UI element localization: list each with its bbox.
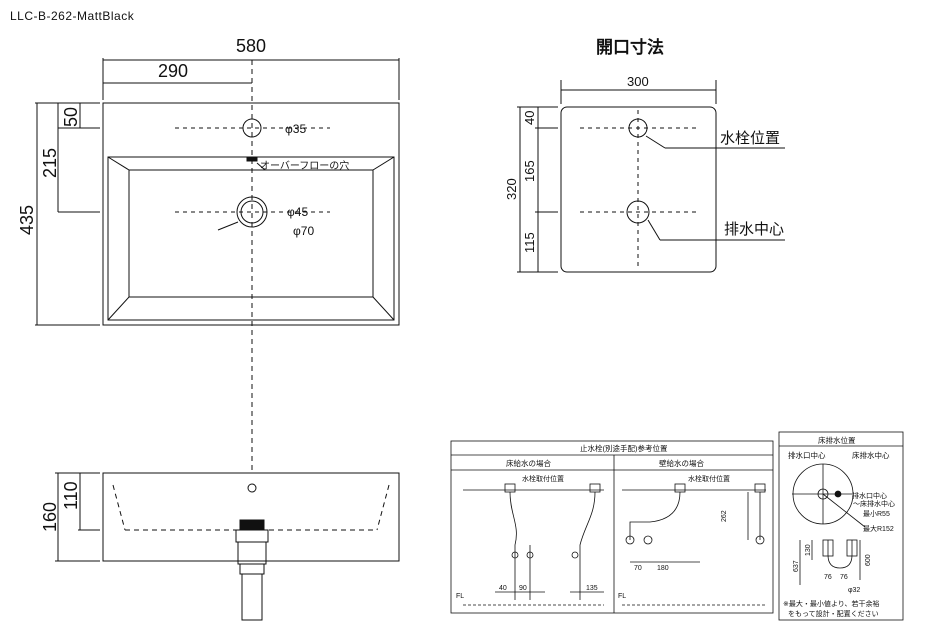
dim-to-faucet: 50	[61, 107, 81, 127]
floor-supply-label: 床給水の場合	[506, 458, 551, 468]
note-center: 排水口中心	[852, 491, 887, 500]
dim-90: 90	[519, 585, 527, 592]
overflow-label: オーバーフローの穴	[260, 159, 349, 172]
opening-mid: 165	[522, 160, 537, 182]
note-line1: ※最大・最小値より、若干余裕	[783, 599, 879, 608]
dim-depth-total: 435	[17, 205, 37, 235]
drain-outer-label: φ70	[293, 224, 314, 238]
dim-32: φ32	[848, 587, 860, 594]
dim-76a: 76	[824, 574, 832, 581]
dim-width-total: 580	[236, 36, 266, 56]
plan-view	[35, 58, 400, 470]
drain-center-label: 排水中心	[724, 221, 784, 238]
dim-width-half: 290	[158, 61, 188, 81]
note-line2: をもって設計・配置ください	[788, 609, 879, 618]
opening-view	[517, 80, 785, 273]
mount-label-floor: 水栓取付位置	[522, 474, 564, 483]
floor-drain-box	[778, 431, 904, 621]
wall-supply-label: 壁給水の場合	[659, 458, 704, 468]
dim-70: 70	[634, 565, 642, 572]
dim-135: 135	[586, 585, 598, 592]
faucet-position-label: 水栓位置	[720, 130, 780, 147]
dim-600: 600	[865, 554, 872, 566]
mount-label-wall: 水栓取付位置	[688, 474, 730, 483]
basin-outline	[102, 102, 400, 326]
model-number: LLC-B-262-MattBlack	[10, 9, 135, 23]
side-view	[55, 472, 400, 621]
faucet-hole-label: φ35	[285, 122, 306, 136]
fl-label-wall: FL	[618, 593, 626, 600]
dim-40: 40	[499, 585, 507, 592]
min-radius: 最小R55	[863, 509, 890, 518]
dim-height-inner: 110	[61, 481, 81, 510]
dim-130: 130	[805, 544, 812, 556]
opening-title: 開口寸法	[596, 37, 664, 57]
reference-box	[450, 440, 774, 614]
opening-top: 40	[522, 111, 537, 125]
note-center2: 〜床排水中心	[853, 499, 895, 508]
floor-drain-center-label: 床排水中心	[852, 450, 890, 460]
dim-637: 637	[793, 560, 800, 572]
fl-label-floor: FL	[456, 593, 464, 600]
dim-height-total: 160	[40, 502, 60, 532]
max-radius: 最大R152	[863, 524, 894, 533]
dim-to-drain: 215	[40, 148, 60, 178]
floor-drain-title: 床排水位置	[818, 435, 856, 445]
dim-180: 180	[657, 565, 669, 572]
opening-bottom: 115	[522, 232, 537, 253]
opening-width: 300	[627, 74, 649, 89]
opening-depth: 320	[504, 178, 519, 200]
reference-title: 止水栓(別途手配)参考位置	[580, 443, 668, 453]
outlet-center-label: 排水口中心	[788, 450, 826, 460]
drain-hole-label: φ45	[287, 205, 308, 219]
dim-262: 262	[721, 510, 728, 522]
dim-76b: 76	[840, 574, 848, 581]
